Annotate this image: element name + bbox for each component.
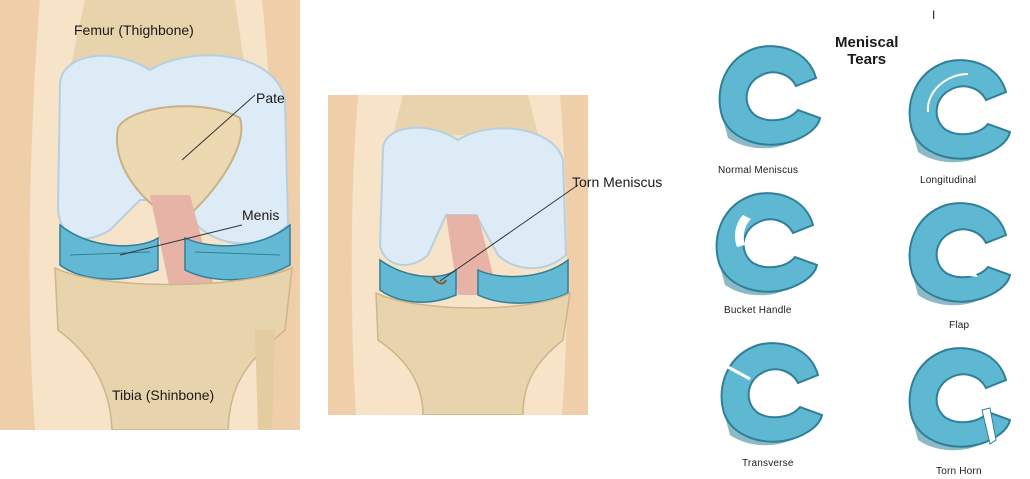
meniscal-tears-panel: Meniscal Tears I Normal Meniscus Longitu… [700,0,1030,479]
meniscus-label: Menis [242,207,279,223]
meniscus-flap [898,195,1028,310]
torn-knee-panel: Torn Meniscus [320,0,690,479]
tear-label-transverse: Transverse [742,458,794,469]
tear-label-longitudinal: Longitudinal [920,175,976,186]
torn-meniscus-label: Torn Meniscus [572,174,662,190]
meniscus-longitudinal [898,52,1028,167]
meniscus-torn-horn [898,340,1028,455]
tears-heading-line2: Tears [847,51,886,68]
patella-label: Pate [256,90,285,106]
tears-heading: Meniscal Tears [835,34,898,68]
corner-mark: I [932,8,935,22]
tear-label-normal: Normal Meniscus [718,165,798,176]
femur-label: Femur (Thighbone) [74,22,194,38]
tear-label-bucket-handle: Bucket Handle [724,305,792,316]
meniscus-normal [708,38,838,153]
tibia-label: Tibia (Shinbone) [112,387,214,403]
tear-label-flap: Flap [949,320,969,331]
normal-knee-panel: Femur (Thighbone) Pate Menis Tibia (Shin… [0,0,300,479]
torn-knee-illustration [328,95,588,415]
tear-label-torn-horn: Torn Horn [936,466,982,477]
meniscus-bucket-handle [705,185,835,300]
tears-heading-line1: Meniscal [835,34,898,51]
meniscus-transverse [710,335,840,450]
